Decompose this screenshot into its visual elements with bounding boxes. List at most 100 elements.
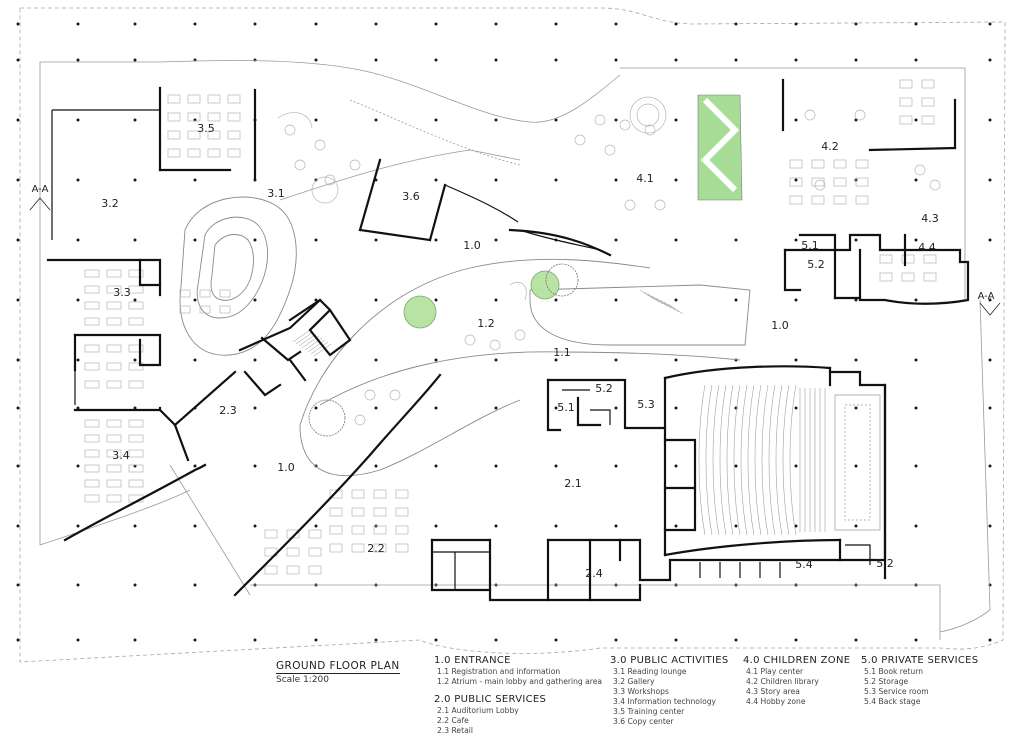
- table: [227, 94, 241, 104]
- grid-dot: [76, 638, 80, 642]
- room-label-1-0-a: 1.0: [463, 239, 481, 252]
- legend-item: 5.4 Back stage: [864, 697, 921, 706]
- grid-dot: [133, 638, 137, 642]
- table: [84, 449, 100, 458]
- grid-dot: [314, 58, 318, 62]
- table: [167, 148, 181, 158]
- grid-dot: [76, 464, 80, 468]
- grid-dot: [76, 178, 80, 182]
- grid-dot: [374, 238, 378, 242]
- grid-dot: [854, 298, 858, 302]
- table: [106, 434, 122, 443]
- legend-heading: 3.0 PUBLIC ACTIVITIES: [610, 655, 729, 666]
- room-label-2-3: 2.3: [219, 404, 237, 417]
- table: [373, 489, 387, 499]
- grid-dot: [914, 464, 918, 468]
- grid-dot: [193, 298, 197, 302]
- room-label-5-1-a: 5.1: [801, 239, 819, 252]
- grid-dot: [434, 464, 438, 468]
- grid-dot: [794, 22, 798, 26]
- grid-dot: [854, 58, 858, 62]
- grid-dot: [554, 638, 558, 642]
- grid-dot: [494, 58, 498, 62]
- table: [187, 130, 201, 140]
- seat-row: [705, 384, 713, 536]
- grid-dot: [914, 22, 918, 26]
- grid-dot: [374, 118, 378, 122]
- round-table: [624, 199, 636, 211]
- legend-heading: 5.0 PRIVATE SERVICES: [861, 655, 979, 666]
- table: [899, 79, 913, 89]
- grid-dot: [674, 178, 678, 182]
- grid-dot: [76, 583, 80, 587]
- table: [351, 507, 365, 517]
- legend-group-children-zone: 4.0 CHILDREN ZONE 4.1 Play center 4.2 Ch…: [743, 654, 850, 707]
- grid-dot: [253, 178, 257, 182]
- grid-dot: [193, 464, 197, 468]
- grid-dot: [734, 58, 738, 62]
- grid-dot: [914, 238, 918, 242]
- table: [84, 269, 100, 278]
- grid-dot: [494, 464, 498, 468]
- grid-dot: [434, 58, 438, 62]
- table: [899, 115, 913, 125]
- table: [106, 269, 122, 278]
- grid-dot: [76, 406, 80, 410]
- round-table: [324, 174, 336, 186]
- stair-tread: [295, 331, 314, 345]
- grid-dot: [16, 638, 20, 642]
- tree-atrium-1: [403, 295, 437, 329]
- legend-heading: 2.0 PUBLIC SERVICES: [434, 694, 547, 705]
- site-boundary: [19, 7, 1006, 663]
- grid-dot: [314, 524, 318, 528]
- section-labels: A-AA-A: [32, 184, 995, 302]
- table: [329, 489, 343, 499]
- grid-dot: [734, 464, 738, 468]
- round-play-element: [629, 96, 667, 134]
- table: [106, 344, 122, 353]
- room-label-4-3: 4.3: [921, 212, 939, 225]
- table: [329, 507, 343, 517]
- table: [855, 159, 869, 169]
- legend-column-2: 3.0 PUBLIC ACTIVITIES 3.1 Reading lounge…: [610, 654, 729, 733]
- landscape-greenery: [308, 94, 743, 437]
- table: [128, 380, 144, 389]
- grid-dot: [16, 406, 20, 410]
- legend-item: 3.1 Reading lounge: [613, 667, 687, 676]
- stair-tread: [313, 343, 332, 357]
- table: [308, 565, 322, 575]
- table: [84, 434, 100, 443]
- room-label-5-2-a: 5.2: [807, 258, 825, 271]
- round-table: [294, 159, 306, 171]
- grid-dot: [614, 238, 618, 242]
- seat-row: [782, 384, 790, 536]
- round-table: [604, 144, 616, 156]
- round-table: [354, 414, 366, 426]
- table: [921, 97, 935, 107]
- grid-dot: [674, 118, 678, 122]
- grid-dot: [434, 638, 438, 642]
- legend-group-public-activities: 3.0 PUBLIC ACTIVITIES 3.1 Reading lounge…: [610, 654, 729, 727]
- table: [789, 159, 803, 169]
- grid-dot: [253, 406, 257, 410]
- room-label-5-2-c: 5.2: [876, 557, 894, 570]
- table: [286, 547, 300, 557]
- table: [227, 130, 241, 140]
- seat-row: [761, 384, 769, 536]
- structural-grid-dots: [16, 22, 992, 642]
- grid-dot: [988, 464, 992, 468]
- table: [833, 159, 847, 169]
- auditorium-seating: [698, 384, 826, 536]
- room-label-4-1: 4.1: [636, 172, 654, 185]
- grid-dot: [914, 58, 918, 62]
- grid-dot: [554, 178, 558, 182]
- legend-item: 4.1 Play center: [746, 667, 804, 676]
- seat-row: [712, 384, 720, 536]
- legend-heading: 4.0 CHILDREN ZONE: [743, 655, 851, 666]
- table: [106, 419, 122, 428]
- grid-dot: [794, 464, 798, 468]
- grid-dot: [988, 238, 992, 242]
- grid-dot: [314, 178, 318, 182]
- grid-dot: [734, 638, 738, 642]
